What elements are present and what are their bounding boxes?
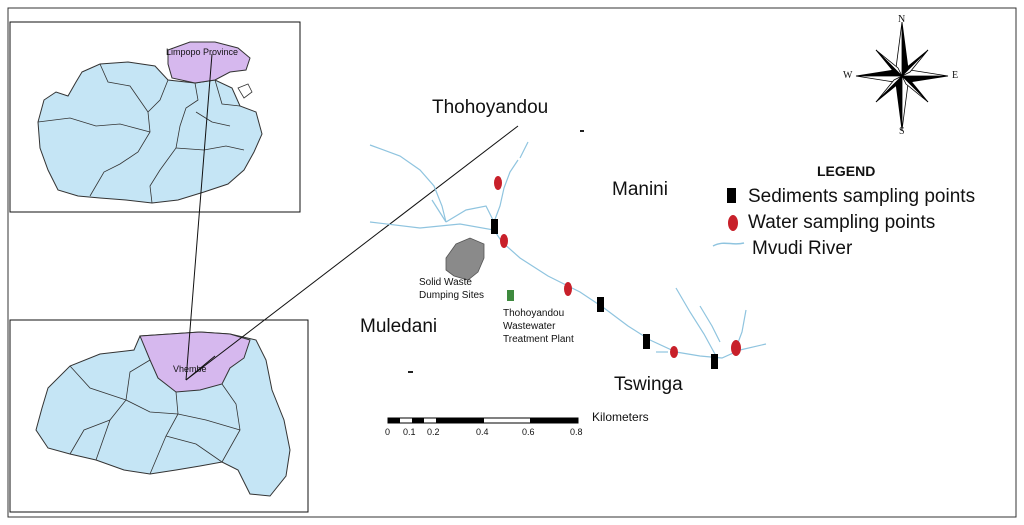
water-sampling-points [494,176,741,358]
legend-symbols [712,188,745,247]
compass-north: N [898,14,906,25]
dumping-site-label-line2: Dumping Sites [419,290,485,301]
compass-west: W [843,70,853,81]
vhembe-label: Vhembe [173,364,207,374]
sediment-sampling-points [491,219,718,369]
map-mark [408,371,413,373]
scale-tick: 0.6 [522,427,535,437]
wwtp-symbol [507,290,514,301]
scale-tick: 0.1 [403,427,416,437]
dumping-site-label: Solid Waste Dumping Sites [419,276,484,302]
south-africa-inset-frame [9,21,301,213]
water-point [494,176,502,190]
district-borders [69,359,241,475]
sediment-point [597,297,604,312]
figure-frame [7,7,1017,518]
dumping-site-label-line1: Solid Waste [419,277,472,288]
wwtp-label: Thohoyandou Wastewater Treatment Plant [503,307,574,346]
lesotho-outline [237,83,253,99]
legend-water-symbol [728,215,738,231]
wwtp-label-line1: Thohoyandou [503,308,565,319]
scale-tick: 0.2 [427,427,440,437]
place-tswinga: Tswinga [614,374,683,395]
limpopo-province-shape [167,41,251,84]
compass-south: S [899,126,905,137]
legend-sediment-label: Sediments sampling points [748,186,976,207]
vhembe-district-shape [139,331,251,393]
water-point [731,340,741,356]
sediment-point [491,219,498,234]
dumping-site-shape [445,237,485,281]
place-thohoyandou: Thohoyandou [432,97,549,118]
water-point [500,234,508,248]
place-muledani: Muledani [360,316,438,337]
legend-water-label: Water sampling points [748,212,936,233]
limpopo-inset-frame [9,319,309,513]
map-mark [580,130,584,132]
wwtp-label-line3: Treatment Plant [503,334,574,345]
scale-bar [387,417,579,424]
compass-rose [855,21,949,131]
compass-east: E [952,70,959,81]
wwtp-label-line2: Wastewater [503,321,556,332]
scale-tick: 0 [385,427,391,437]
scale-tick: 0.8 [570,427,583,437]
legend-title: LEGEND [817,163,876,179]
legend-river-symbol [712,242,745,247]
place-manini: Manini [612,179,668,200]
limpopo-province-label: Limpopo Province [166,47,239,57]
scale-unit-label: Kilometers [592,410,649,424]
connector-lines [185,53,519,381]
legend-river-label: Mvudi River [752,238,853,259]
water-point [670,346,678,358]
water-point [564,282,572,296]
legend-sediment-symbol [727,188,736,203]
sediment-point [711,354,718,369]
sediment-point [643,334,650,349]
province-borders [37,63,245,204]
scale-tick: 0.4 [476,427,489,437]
